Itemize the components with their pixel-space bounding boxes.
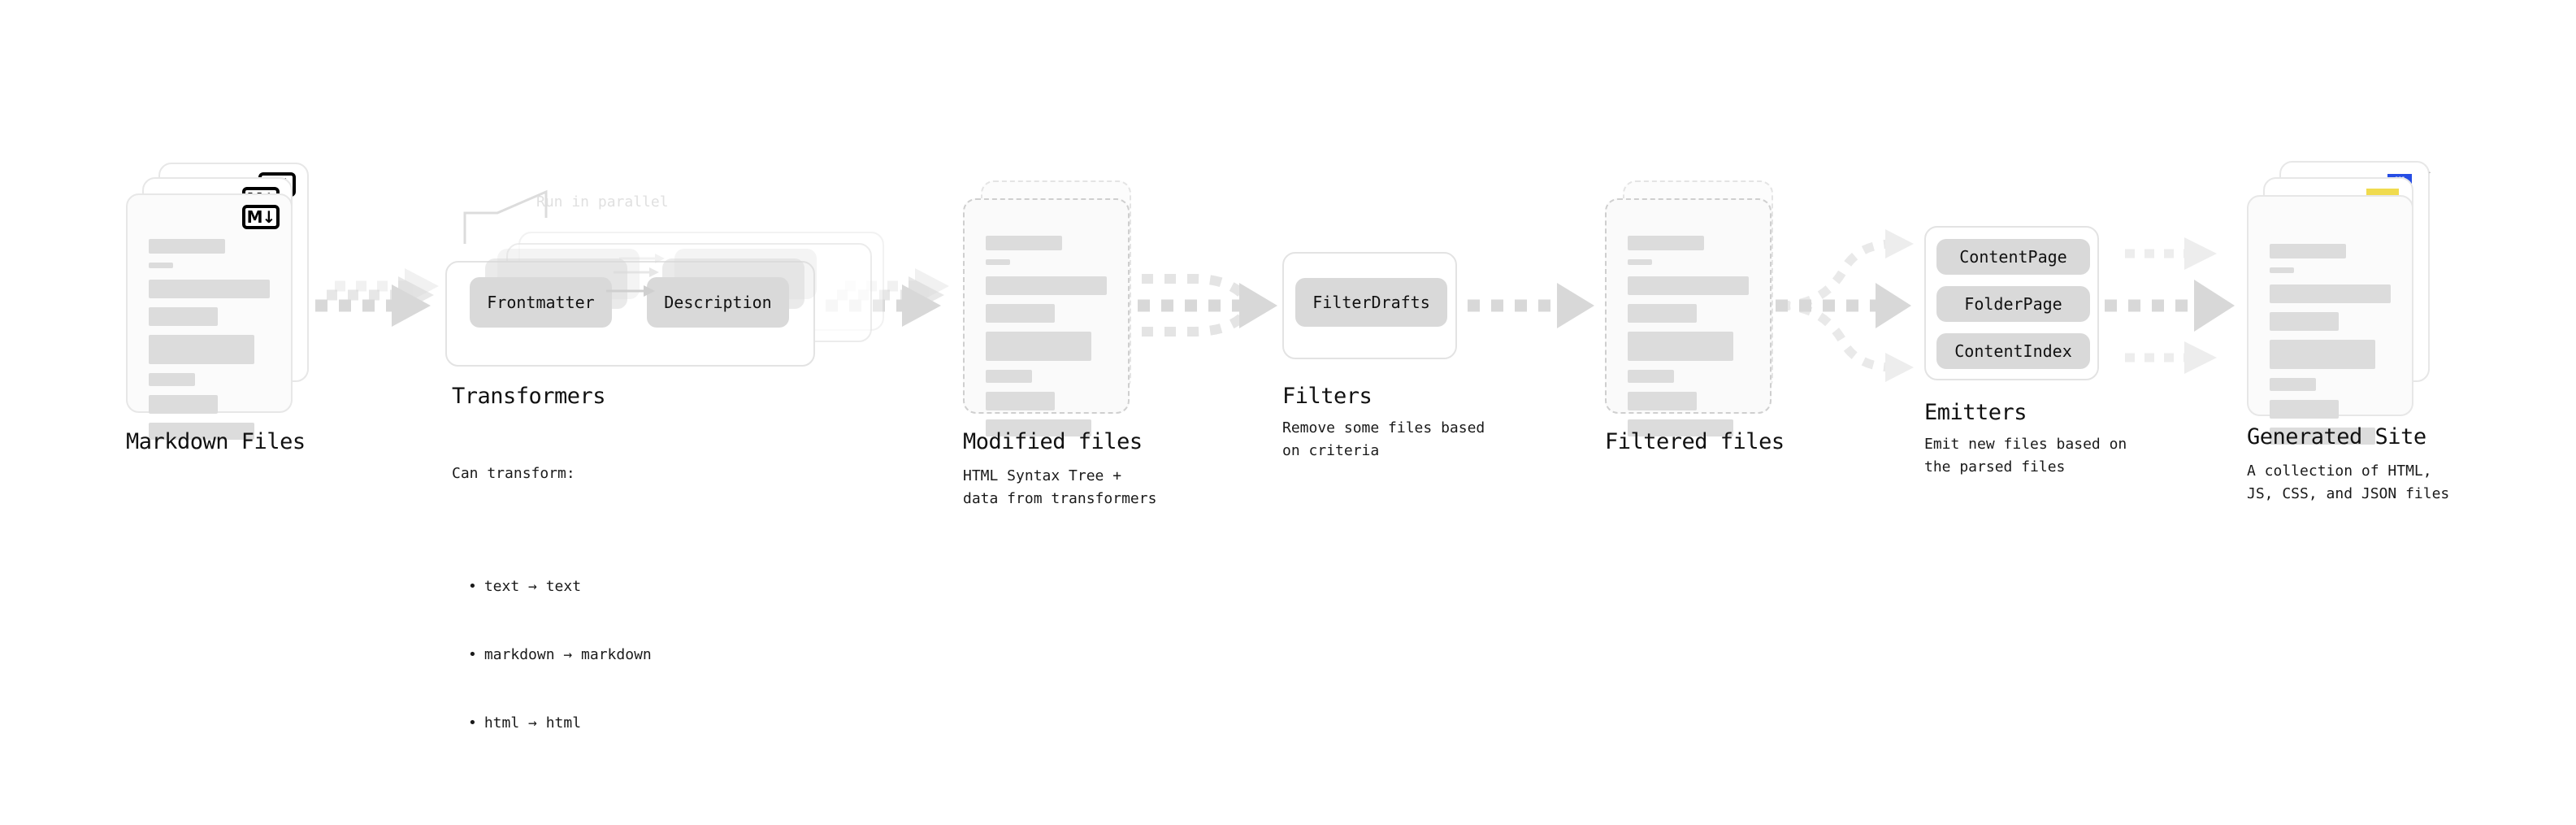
stage-desc-transformers: Can transform: text → text markdown → ma… — [452, 417, 652, 825]
modified-card-stack — [963, 180, 1142, 436]
transformers-desc-item-1: markdown → markdown — [468, 644, 652, 667]
pill-filterdrafts[interactable]: FilterDrafts — [1295, 278, 1447, 327]
filters-box[interactable]: FilterDrafts — [1282, 252, 1457, 359]
stage-generated-site: CSS — [2247, 161, 2450, 445]
markdown-card-stack: M↓ M↓ M↓ — [126, 163, 313, 440]
transformers-desc-item-0: text → text — [468, 575, 652, 598]
stage-desc-generated-site: A collection of HTML, JS, CSS, and JSON … — [2247, 462, 2450, 502]
transformers-box-front[interactable]: Frontmatter Description — [445, 249, 817, 367]
stage-modified-files — [963, 180, 1142, 436]
emitters-box[interactable]: ContentPage FolderPage ContentIndex — [1924, 226, 2099, 380]
stage-title-filtered-files: Filtered files — [1605, 429, 1785, 454]
connector-emitters-to-site — [2105, 237, 2235, 374]
transformers-desc-list: text → text markdown → markdown html → h… — [452, 530, 652, 779]
connector-modified-to-filters — [1138, 274, 1277, 337]
filtered-card-stack — [1605, 180, 1784, 436]
stage-title-filters: Filters — [1282, 384, 1373, 409]
modified-card-front[interactable] — [963, 198, 1130, 436]
connector-filters-to-filtered — [1468, 283, 1594, 328]
transformers-inner-arrows — [606, 254, 665, 297]
site-card-stack: CSS — [2247, 161, 2450, 445]
transformers-desc-item-2: html → html — [468, 712, 652, 735]
markdown-card-skeleton — [149, 239, 270, 449]
connector-filtered-to-emitters — [1776, 229, 1914, 382]
markdown-card-front[interactable]: M↓ — [126, 193, 293, 440]
run-in-parallel-label: Run in parallel — [536, 193, 669, 211]
pill-description[interactable]: Description — [647, 277, 789, 328]
filtered-card-front[interactable] — [1605, 198, 1772, 436]
pill-folderpage[interactable]: FolderPage — [1936, 286, 2090, 322]
stage-title-generated-site: Generated Site — [2247, 424, 2426, 449]
markdown-icon: M↓ — [242, 205, 280, 229]
stage-desc-modified-files: HTML Syntax Tree + data from transformer… — [963, 467, 1157, 507]
transformers-desc-heading: Can transform: — [452, 464, 575, 482]
site-card-skeleton — [2270, 244, 2391, 454]
stage-filtered-files — [1605, 180, 1784, 436]
stage-title-transformers: Transformers — [452, 384, 606, 409]
filtered-card-skeleton — [1628, 236, 1749, 445]
stage-desc-filters: Remove some files based on criteria — [1282, 419, 1485, 459]
stage-desc-emitters: Emit new files based on the parsed files — [1924, 436, 2127, 475]
stage-markdown-files: M↓ M↓ M↓ — [126, 163, 313, 440]
connector-md-to-transformers — [315, 268, 439, 327]
stage-title-markdown-files: Markdown Files — [126, 429, 306, 454]
stage-title-emitters: Emitters — [1924, 400, 2027, 425]
diagram-canvas: HTML M↓ M↓ M↓ — [0, 0, 2576, 681]
stage-title-modified-files: Modified files — [963, 429, 1143, 454]
site-card-html[interactable] — [2247, 195, 2413, 445]
pill-frontmatter[interactable]: Frontmatter — [470, 277, 612, 328]
pill-contentindex[interactable]: ContentIndex — [1936, 333, 2090, 369]
modified-card-skeleton — [986, 236, 1107, 445]
pill-contentpage[interactable]: ContentPage — [1936, 239, 2090, 275]
